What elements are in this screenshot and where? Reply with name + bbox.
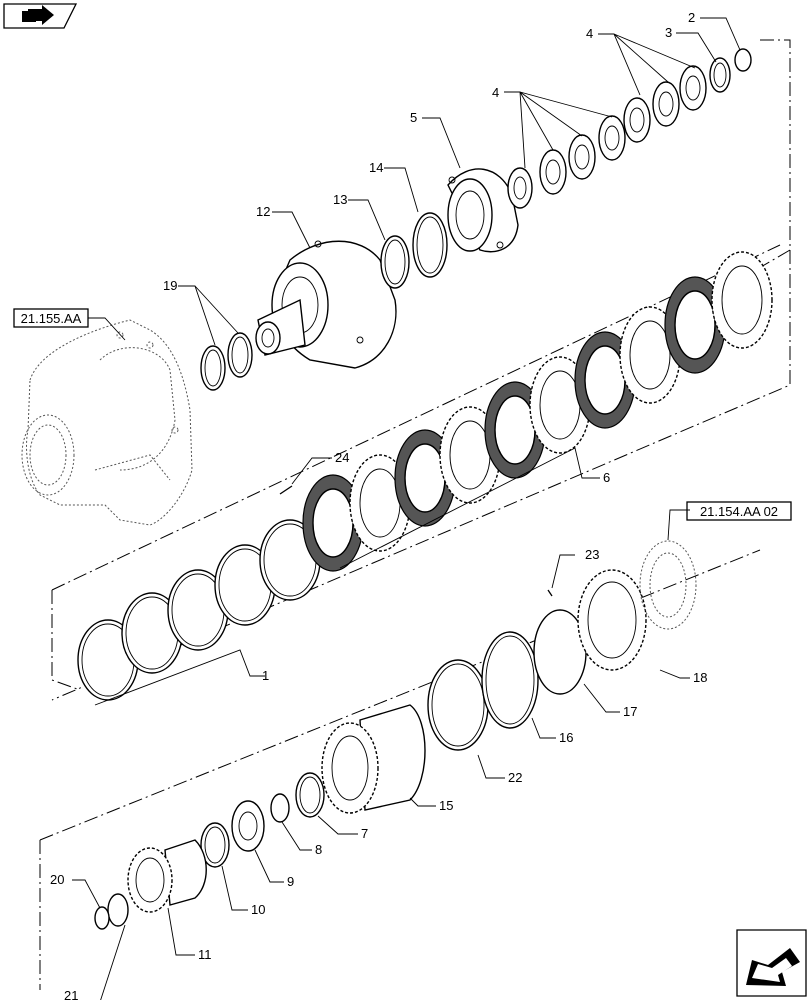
callout-19: 19 (163, 278, 177, 293)
callout-15: 15 (439, 798, 453, 813)
callout-11: 11 (198, 947, 212, 962)
part-9-bearing (231, 800, 265, 852)
callout-4b: 4 (492, 85, 499, 100)
part-22-ring (427, 659, 489, 751)
part-3-washer (709, 57, 731, 93)
part-24-pin (279, 485, 293, 495)
book-arrow-icon[interactable] (3, 3, 78, 29)
part-7-circlip (295, 772, 325, 818)
ref-box-21-154-aa-02[interactable] (686, 501, 792, 521)
callout-18: 18 (693, 670, 707, 685)
callout-16: 16 (559, 730, 573, 745)
callout-1: 1 (262, 668, 269, 683)
callout-labels: 1 2 3 4 4 5 6 7 8 9 10 11 12 13 14 15 16… (50, 10, 707, 1003)
part-1-rings (77, 519, 321, 701)
callout-23: 23 (585, 547, 599, 562)
callout-20: 20 (50, 872, 64, 887)
part-23-pin (547, 589, 553, 597)
callout-8: 8 (315, 842, 322, 857)
part-18-gear (577, 569, 647, 671)
callout-6: 6 (603, 470, 610, 485)
callout-12: 12 (256, 204, 270, 219)
callout-14: 14 (369, 160, 383, 175)
part-13-ring (380, 235, 410, 289)
part-16-snap-ring (481, 631, 539, 729)
part-15-sleeve-gear (321, 704, 426, 814)
part-2-ring (734, 48, 752, 72)
part-ref-disc (639, 540, 697, 630)
callout-17: 17 (623, 704, 637, 719)
callout-2: 2 (688, 10, 695, 25)
part-21-ring (107, 893, 129, 927)
callout-10: 10 (251, 902, 265, 917)
callout-3: 3 (665, 25, 672, 40)
callout-5: 5 (410, 110, 417, 125)
part-10-ring (200, 822, 230, 868)
callout-22: 22 (508, 770, 522, 785)
callout-4a: 4 (586, 26, 593, 41)
ref-label-1: 21.155.AA (21, 311, 82, 326)
callout-21: 21 (64, 988, 78, 1000)
part-20-ring (94, 906, 110, 930)
part-5-carrier (447, 168, 519, 253)
part-8-clip (270, 793, 290, 823)
ref-box-21-155-aa[interactable] (13, 308, 89, 328)
next-page-arrow-icon[interactable] (736, 929, 807, 997)
callout-7: 7 (361, 826, 368, 841)
part-4-shims (507, 65, 707, 209)
part-11-gear-hub (127, 839, 207, 913)
callout-9: 9 (287, 874, 294, 889)
callout-13: 13 (333, 192, 347, 207)
part-14-ring (412, 212, 448, 278)
ref-label-2: 21.154.AA 02 (700, 504, 778, 519)
callout-24: 24 (335, 450, 349, 465)
part-12-clutch-drum (255, 240, 397, 369)
housing-outline (21, 319, 193, 526)
part-6-clutch-pack (302, 251, 773, 572)
